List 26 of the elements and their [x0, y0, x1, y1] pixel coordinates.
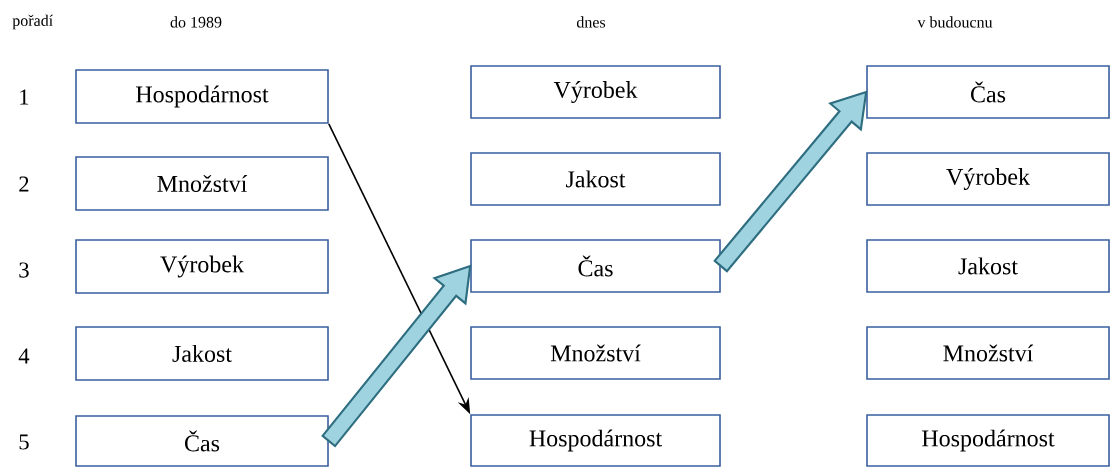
- text-box: Hospodárnost: [470, 414, 721, 467]
- row-number: 4: [18, 348, 30, 364]
- text-box: Množství: [470, 326, 721, 380]
- column-heading: pořadí: [12, 14, 53, 30]
- block-arrow: [713, 90, 868, 273]
- text-box: Čas: [470, 239, 721, 293]
- text-box: Hospodárnost: [866, 414, 1110, 467]
- block-arrow: [321, 264, 472, 448]
- column-heading: v budoucnu: [917, 16, 993, 28]
- row-number: 2: [19, 176, 29, 192]
- text-box: Jakost: [470, 152, 721, 206]
- text-box: Výrobek: [866, 152, 1110, 206]
- text-box: Jakost: [75, 326, 329, 381]
- text-box: Jakost: [866, 239, 1110, 293]
- column-heading: dnes: [576, 16, 606, 28]
- row-number: 1: [20, 89, 29, 105]
- text-box: Čas: [866, 65, 1110, 119]
- text-box: Čas: [75, 415, 329, 467]
- column-heading: do 1989: [170, 16, 222, 28]
- text-box: Množství: [75, 156, 329, 211]
- text-box: Výrobek: [470, 65, 721, 119]
- row-number: 3: [19, 262, 29, 278]
- row-number: 5: [19, 434, 29, 450]
- text-box: Hospodárnost: [75, 69, 329, 124]
- text-box: Výrobek: [75, 239, 329, 294]
- text-box: Množství: [866, 326, 1110, 380]
